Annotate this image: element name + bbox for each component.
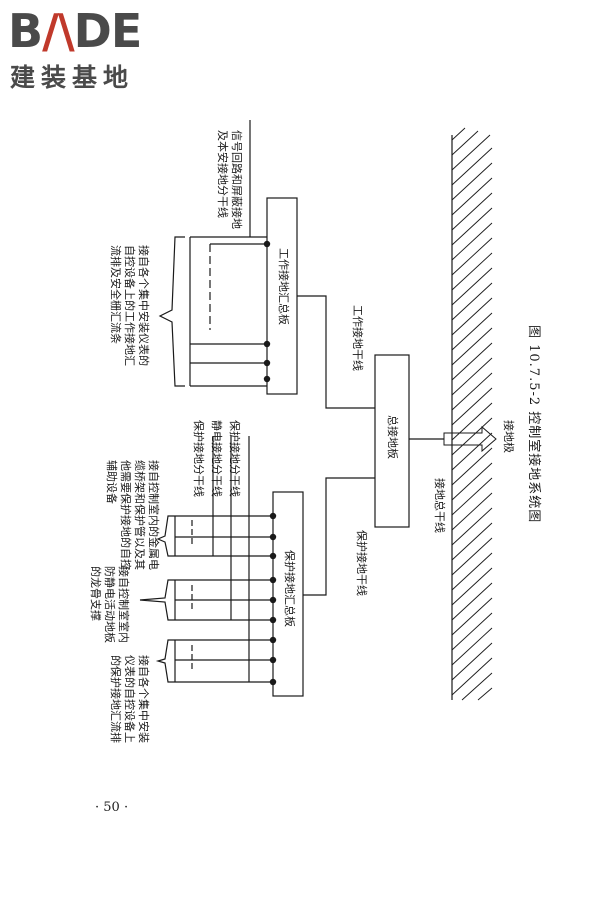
bade-logo: B/\DE 建装基地 — [8, 4, 178, 92]
protect-main-label: 保护接地干线 — [355, 530, 368, 596]
page-number: · 50 · — [95, 800, 129, 815]
bracket-instrument — [155, 639, 175, 683]
work-branch-lines — [189, 120, 267, 387]
bracket-metal — [156, 515, 175, 557]
branch-static-label: 静电接地分干线 — [210, 420, 223, 497]
work-desc-bracket — [158, 236, 185, 387]
logo-chinese: 建装基地 — [10, 63, 135, 92]
protect-main-line — [303, 477, 375, 596]
bracket-floor — [139, 579, 175, 621]
floor-desc-label: 接自控制室室内 防静电活动地板 的龙骨支撑 — [89, 566, 130, 643]
work-desc-label: 接自各个集中安装仪表的 自控设备上的工作接地汇 流排及安全栅汇流条 — [109, 245, 150, 366]
protect-desc-label: 接自各个集中安装 仪表的自控设备上 的保护接地汇流排 — [109, 655, 150, 743]
protect-grounding-panel — [272, 491, 304, 697]
connection-dots — [263, 240, 277, 686]
signal-shield-label: 信号回路和屏蔽接地 及本安接地分干线 — [216, 130, 243, 229]
total-grounding-panel — [374, 354, 410, 528]
figure-caption: 图 10.7.5-2 控制室接地系统图 — [526, 325, 541, 524]
work-main-line — [297, 295, 375, 409]
work-panel-label: 工作接地汇总板 — [277, 248, 290, 325]
branch-protect2-label: 保护接地分干线 — [228, 420, 241, 497]
metal-desc-label: 接自控制室内的金属电 缆桥架和保护管以及其 他需要保护接地的自控 辅助设备 — [105, 460, 160, 570]
protect-branch-lines — [174, 436, 273, 683]
total-main-label: 接地总干线 — [433, 478, 446, 533]
earth-hatch — [451, 127, 493, 701]
logo-wordmark: B/\DE — [8, 4, 142, 58]
ground-pole-arrow — [443, 425, 497, 453]
ground-pole-label: 接地极 — [502, 420, 515, 453]
total-panel-label: 总接地板 — [386, 415, 399, 459]
work-main-label: 工作接地干线 — [351, 305, 364, 371]
protect-panel-label: 保护接地汇总板 — [283, 550, 296, 627]
branch-protect1-label: 保护接地分干线 — [192, 420, 205, 497]
